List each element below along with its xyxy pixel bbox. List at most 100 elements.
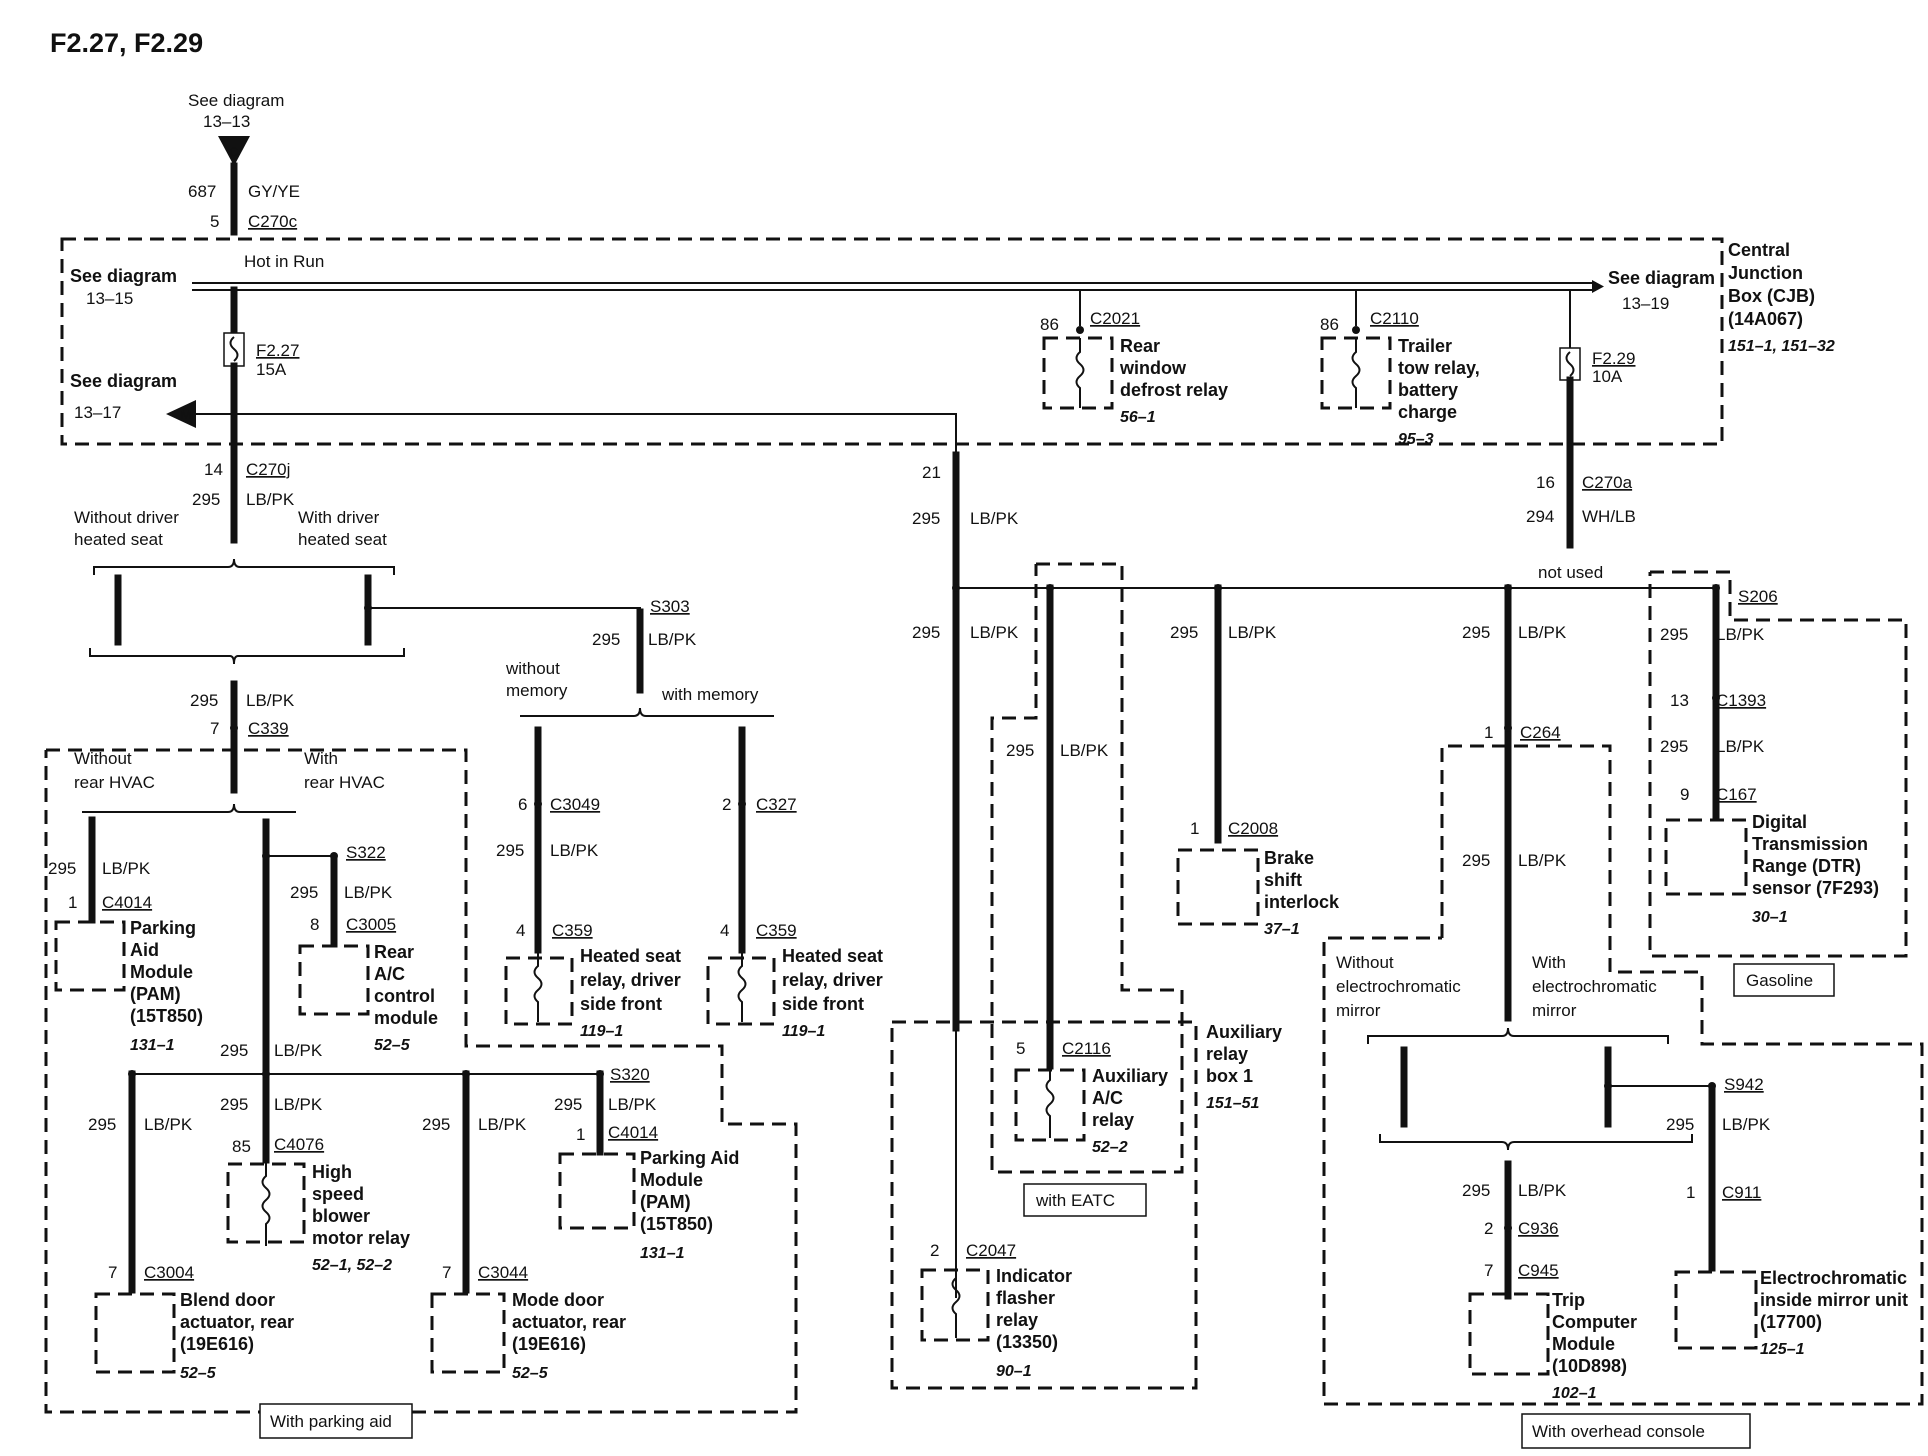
c4076-color: LB/PK [274,1095,323,1114]
color-wh-lb: WH/LB [1582,507,1636,526]
c4014a-connector: C4014 [102,893,152,912]
c3049-connector: C3049 [550,795,600,814]
mirror-brace-top [1367,1027,1669,1044]
opt-hvac-left-1: Without [74,749,132,768]
c945-pin: 7 [1484,1261,1493,1280]
gasoline-box [1733,963,1835,997]
c264-connector: C264 [1520,723,1561,742]
gasoline-region [1648,570,1908,958]
hvac-bus-circuit: 295 [220,1041,248,1060]
c264-circuit2: 295 [1462,851,1490,870]
c2047-l1: Indicator [996,1266,1072,1286]
fuse-f2-29-amps: 10A [1592,367,1623,386]
dtr-l4: sensor (7F293) [1752,878,1879,898]
s942-l1: Electrochromatic [1760,1268,1907,1288]
c2008-color: LB/PK [1228,623,1277,642]
c3004-page: 52–5 [180,1365,217,1382]
c3049-pin: 6 [518,795,527,814]
c359a-l3: side front [580,994,662,1014]
c3004-circuit: 295 [88,1115,116,1134]
c945-l2: Computer [1552,1312,1637,1332]
aux-box-l3: box 1 [1206,1066,1253,1086]
fuse-f2-27-name: F2.27 [256,341,299,360]
c2116-pin: 5 [1016,1039,1025,1058]
c3044-l3: (19E616) [512,1334,586,1354]
c2047-l4: (13350) [996,1332,1058,1352]
relay-coil-icon [1075,338,1085,408]
c2116-l1: Auxiliary [1092,1066,1168,1086]
pam-box-left [54,920,126,992]
connector-m-letter: M [181,408,191,422]
mid21-circuit: 295 [912,509,940,528]
mid21-color: LB/PK [970,509,1019,528]
c270j-circuit: 295 [192,490,220,509]
relay-coil-icon [533,950,543,1022]
see-diagram-13-17-label: See diagram [70,371,177,391]
dtr-page: 30–1 [1752,909,1788,926]
parking-aid-region [44,748,798,1414]
c3049-color: LB/PK [550,841,599,860]
c4076-l4: motor relay [312,1228,410,1248]
s322-splice: S322 [346,843,386,862]
c945-l4: (10D898) [1552,1356,1627,1376]
opt-mirror-left-1: Without [1336,953,1394,972]
opt-heated-left-2: heated seat [74,530,163,549]
opt-heated-right-2: heated seat [298,530,387,549]
s942-l2: inside mirror unit [1760,1290,1908,1310]
see-diagram-label: See diagram [188,91,284,110]
mirror-brace-bottom [1379,1134,1693,1151]
s942-l3: (17700) [1760,1312,1822,1332]
c4076-pin: 85 [232,1137,251,1156]
c2116-l3: relay [1092,1110,1134,1130]
blend-door-box [94,1292,176,1374]
c4014a-l5: (15T850) [130,1006,203,1026]
pam-box-right [558,1152,636,1230]
c359a-page: 119–1 [580,1023,623,1040]
option-brace-top [93,558,395,575]
s322-l2: A/C [374,964,405,984]
with-overhead-box [1521,1413,1751,1449]
color-gy-ye: GY/YE [248,182,300,201]
c2110-pin: 86 [1320,315,1339,334]
c4014a-l3: Module [130,962,193,982]
opt-mirror-right-3: mirror [1532,1001,1577,1020]
c4014a-l2: Aid [130,940,159,960]
c339-connector: C339 [248,719,289,738]
c3004-l2: actuator, rear [180,1312,294,1332]
circuit-687: 687 [188,182,216,201]
s942-circuit: 295 [1666,1115,1694,1134]
c4014a-l1: Parking [130,918,196,938]
c270j-color: LB/PK [246,490,295,509]
c359b-page: 119–1 [782,1023,825,1040]
hvac-bus-color: LB/PK [274,1041,323,1060]
dtr-l1: Digital [1752,812,1807,832]
c4076-l1: High [312,1162,352,1182]
c3004-color: LB/PK [144,1115,193,1134]
c359a-pin: 4 [516,921,525,940]
s942-splice: S942 [1724,1075,1764,1094]
see-diagram-13-15-ref: 13–15 [86,289,133,308]
s320-splice: S320 [610,1065,650,1084]
c4014a-circuit: 295 [48,859,76,878]
opt-hvac-right-2: rear HVAC [304,773,385,792]
cjb-l2: Junction [1728,263,1803,283]
relay-coil-icon [1045,1066,1055,1138]
hvac-brace [82,803,296,813]
c2110-l1: Trailer [1398,336,1452,356]
c2021-pin: 86 [1040,315,1059,334]
aux-box-l2: relay [1206,1044,1248,1064]
s322-l4: module [374,1008,438,1028]
s303-splice: S303 [650,597,690,616]
s320-l1: Parking Aid [640,1148,739,1168]
c1393-color: LB/PK [1716,737,1765,756]
c945-l3: Module [1552,1334,1615,1354]
s303-color: LB/PK [648,630,697,649]
c3044-pin: 7 [442,1263,451,1282]
dtr-l3: Range (DTR) [1752,856,1861,876]
c264-color2: LB/PK [1518,851,1567,870]
s206-color: LB/PK [1716,625,1765,644]
s320-circuit: 295 [554,1095,582,1114]
aux-relay-box [890,1020,1198,1390]
c911-connector: C911 [1722,1183,1761,1202]
